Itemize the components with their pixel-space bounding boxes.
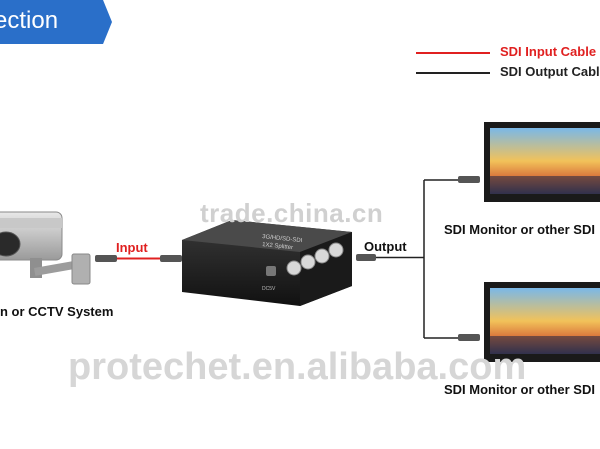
watermark-top: trade.china.cn: [200, 198, 384, 228]
camera-label: n or CCTV System: [0, 304, 114, 319]
header-title: ection: [0, 7, 59, 34]
monitor-top-label: SDI Monitor or other SDI: [444, 222, 595, 237]
device-dc-label: DC5V: [262, 286, 276, 292]
cctv-camera-icon: [0, 211, 91, 285]
bnc-connector-icon: [160, 255, 182, 262]
bnc-connector-icon: [458, 176, 480, 183]
monitor-bottom-label: SDI Monitor or other SDI: [444, 382, 595, 397]
input-cable: [95, 255, 182, 262]
input-label: Input: [116, 240, 148, 255]
device-type-label: 1X2 Splitter: [262, 242, 293, 251]
device-model-label: 3G/HD/SD-SDI: [262, 234, 303, 244]
monitor-icon: [484, 282, 600, 362]
sdi-splitter-device: [182, 220, 352, 306]
bnc-connector-icon: [458, 334, 480, 341]
watermark-bottom: protechet.en.alibaba.com: [68, 346, 527, 388]
legend-output-label: SDI Output Cable: [500, 64, 600, 79]
monitor-icon: [484, 122, 600, 202]
bnc-connector-icon: [356, 254, 376, 261]
output-label: Output: [364, 239, 407, 254]
output-cable: [356, 176, 480, 341]
header-banner: [0, 0, 112, 44]
legend-output-line: [416, 72, 490, 74]
bnc-connector-icon: [95, 255, 117, 262]
legend-input-label: SDI Input Cable: [500, 44, 597, 59]
legend-input-line: [416, 52, 490, 54]
